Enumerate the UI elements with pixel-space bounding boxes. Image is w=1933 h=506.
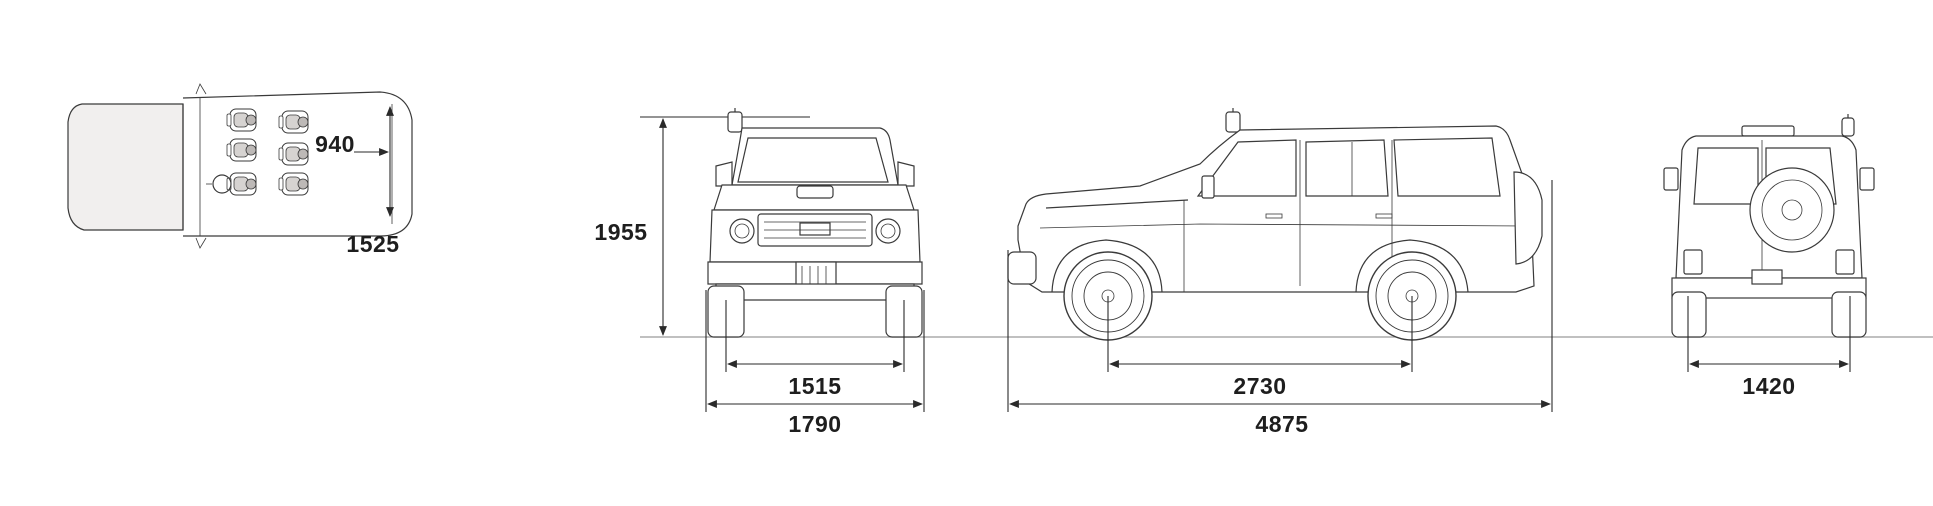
overall-length-dimension: 4875: [1007, 180, 1553, 437]
rear-track-dimension: 1420: [1687, 296, 1851, 399]
cargo-length-label: 1525: [346, 231, 399, 257]
seat-icon-driver: [206, 174, 232, 194]
overall-width-label: 1790: [788, 411, 841, 437]
overall-width-dimension: 1790: [705, 290, 925, 437]
rear-track-label: 1420: [1742, 373, 1795, 399]
wheelbase-label: 2730: [1233, 373, 1286, 399]
height-dimension: 1955: [594, 116, 810, 336]
vehicle-side-view-icon: [1007, 108, 1543, 341]
seat-width-dimension-line: [354, 106, 394, 217]
vehicle-front-view-icon: [707, 108, 923, 338]
seat-icon: [226, 108, 309, 196]
vehicle-top-view-icon: 940 1525: [67, 83, 413, 257]
vehicle-rear-view-icon: [1663, 114, 1875, 338]
overall-length-label: 4875: [1255, 411, 1308, 437]
seat-width-label: 940: [315, 131, 355, 157]
wheelbase-dimension: 2730: [1107, 296, 1413, 399]
height-label: 1955: [594, 219, 647, 245]
front-track-dimension: 1515: [725, 300, 905, 399]
front-track-label: 1515: [788, 373, 841, 399]
